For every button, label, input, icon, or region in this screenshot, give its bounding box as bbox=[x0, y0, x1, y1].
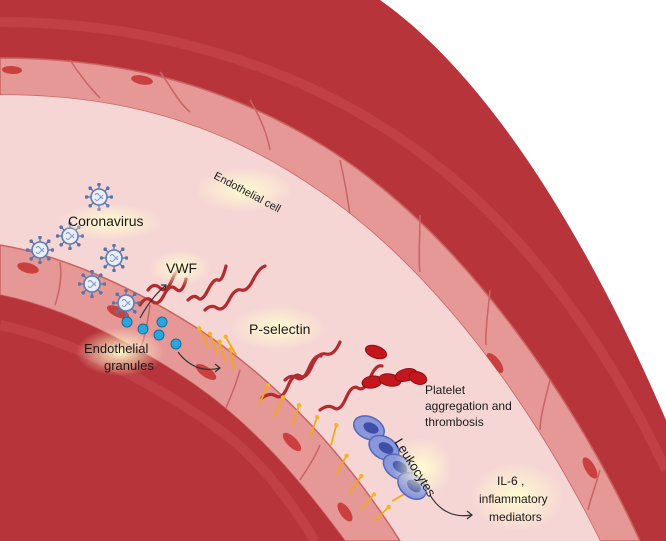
il6-label-line1: IL-6 , bbox=[497, 474, 524, 488]
endothelial-granules-label-line1: Endothelial bbox=[84, 341, 148, 356]
granule-icon bbox=[170, 338, 182, 350]
coronavirus-icon bbox=[100, 244, 128, 272]
vessel-outer-wall-highlight bbox=[0, 17, 666, 473]
leukocyte-mediator-arrow bbox=[429, 494, 473, 517]
vwf-strand-icon bbox=[186, 264, 228, 302]
platelet-label-line3: thrombosis bbox=[425, 415, 484, 429]
vessel-lower-wall-highlight bbox=[0, 320, 320, 541]
vwf-strand-icon bbox=[138, 277, 188, 307]
granule-icon bbox=[153, 329, 165, 341]
leukocyte-icon bbox=[353, 415, 385, 441]
platelet-label-line1: Platelet bbox=[425, 383, 466, 397]
coronavirus-icon bbox=[78, 270, 106, 298]
platelet-icon bbox=[364, 344, 388, 360]
coronavirus-icon bbox=[112, 289, 140, 317]
platelet-label-line2: aggregation and bbox=[425, 399, 512, 413]
coronavirus-icon bbox=[26, 236, 54, 264]
vwf-release-arrow bbox=[139, 284, 167, 319]
upper-endothelial-cell-borders bbox=[69, 59, 601, 511]
platelets bbox=[361, 344, 428, 389]
platelet-icon bbox=[408, 371, 428, 385]
vwf-strand-icon bbox=[203, 264, 267, 312]
granule-release-arrow bbox=[177, 351, 221, 371]
vwf-strand-icon bbox=[283, 354, 323, 382]
granule-icon bbox=[121, 316, 133, 328]
arrows bbox=[139, 284, 473, 520]
vwf-label: VWF bbox=[166, 260, 197, 276]
endothelial-granules-label-line2: granules bbox=[104, 358, 154, 373]
p-selectin-label: P-selectin bbox=[249, 321, 310, 337]
label-highlights bbox=[58, 168, 563, 531]
il6-label-line2: inflammatory bbox=[479, 492, 548, 506]
coronavirus-label: Coronavirus bbox=[68, 213, 143, 229]
vwf-strand-icon bbox=[260, 340, 342, 400]
il6-label-line3: mediators bbox=[489, 510, 542, 524]
granule-icon bbox=[156, 316, 168, 328]
